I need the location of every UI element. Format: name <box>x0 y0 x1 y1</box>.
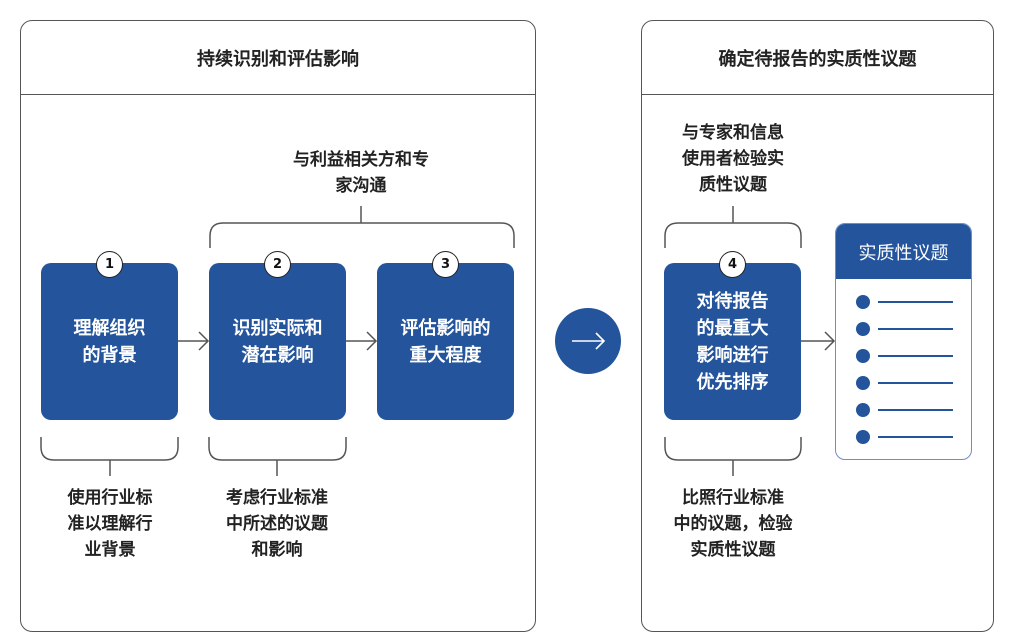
arrow-4-to-list <box>801 331 836 351</box>
expert-validation-note: 与专家和信息 使用者检验实 质性议题 <box>653 120 813 198</box>
step-text: 对待报告 <box>696 290 769 312</box>
note-line: 考虑行业标准 <box>226 488 328 508</box>
step-text: 潜在影响 <box>241 344 314 366</box>
placeholder-line <box>878 436 953 438</box>
bullet-icon <box>856 376 870 390</box>
industry-standard-note-1: 使用行业标 准以理解行 业背景 <box>35 485 185 563</box>
right-panel-title: 确定待报告的实质性议题 <box>642 21 993 95</box>
arrow-1-to-2 <box>178 331 210 351</box>
bracket-top-steps-2-3 <box>209 206 515 248</box>
step-1-box: 理解组织的背景 <box>41 263 178 420</box>
bracket-bottom-step-1 <box>40 437 179 476</box>
left-panel: 持续识别和评估影响 <box>20 20 536 632</box>
step-1-number: 1 <box>96 251 123 278</box>
note-line: 中所述的议题 <box>226 514 328 534</box>
step-3-box: 评估影响的重大程度 <box>377 263 514 420</box>
placeholder-line <box>878 301 953 303</box>
note-line: 质性议题 <box>699 175 767 195</box>
step-text: 的背景 <box>82 344 137 366</box>
note-line: 中的议题，检验 <box>673 514 793 534</box>
bracket-bottom-step-4 <box>664 437 802 476</box>
note-line: 与专家和信息 <box>682 123 784 143</box>
arrow-right-icon <box>572 332 606 350</box>
note-line: 使用者检验实 <box>682 149 784 169</box>
step-text: 评估影响的 <box>400 317 491 339</box>
bullet-icon <box>856 403 870 417</box>
step-4-number: 4 <box>719 251 746 278</box>
industry-topics-note: 比照行业标准 中的议题，检验 实质性议题 <box>653 485 813 563</box>
step-text: 识别实际和 <box>232 317 323 339</box>
bracket-top-step-4 <box>664 206 802 248</box>
right-panel: 确定待报告的实质性议题 <box>641 20 994 632</box>
list-item <box>856 403 954 417</box>
note-line: 准以理解行 <box>67 514 153 534</box>
note-line: 实质性议题 <box>690 540 776 560</box>
step-text: 影响进行 <box>696 344 769 366</box>
material-topics-list: 实质性议题 <box>835 223 972 460</box>
stakeholder-note: 与利益相关方和专 家沟通 <box>261 147 461 199</box>
left-panel-title: 持续识别和评估影响 <box>21 21 535 95</box>
placeholder-line <box>878 382 953 384</box>
bullet-icon <box>856 349 870 363</box>
step-4-box: 对待报告 的最重大 影响进行 优先排序 <box>664 263 801 420</box>
list-item <box>856 322 954 336</box>
step-text: 重大程度 <box>409 344 482 366</box>
step-text: 的最重大 <box>696 317 769 339</box>
step-text: 优先排序 <box>696 371 769 393</box>
placeholder-line <box>878 355 953 357</box>
note-line: 业背景 <box>84 540 136 560</box>
list-item <box>856 349 954 363</box>
placeholder-line <box>878 328 953 330</box>
bullet-icon <box>856 430 870 444</box>
placeholder-line <box>878 409 953 411</box>
bracket-bottom-step-2 <box>208 437 347 476</box>
arrow-2-to-3 <box>346 331 378 351</box>
step-2-number: 2 <box>264 251 291 278</box>
step-3-number: 3 <box>432 251 459 278</box>
material-topics-title: 实质性议题 <box>836 224 971 279</box>
next-phase-arrow-icon <box>555 308 621 374</box>
list-item <box>856 376 954 390</box>
note-line: 与利益相关方和专 <box>293 150 429 170</box>
bullet-icon <box>856 322 870 336</box>
note-line: 家沟通 <box>335 176 387 196</box>
note-line: 使用行业标 <box>67 488 153 508</box>
list-item <box>856 295 954 309</box>
bullet-icon <box>856 295 870 309</box>
step-2-box: 识别实际和潜在影响 <box>209 263 346 420</box>
note-line: 和影响 <box>251 540 303 560</box>
step-text: 理解组织 <box>73 317 146 339</box>
note-line: 比照行业标准 <box>682 488 784 508</box>
industry-standard-note-2: 考虑行业标准 中所述的议题 和影响 <box>197 485 357 563</box>
list-item <box>856 430 954 444</box>
